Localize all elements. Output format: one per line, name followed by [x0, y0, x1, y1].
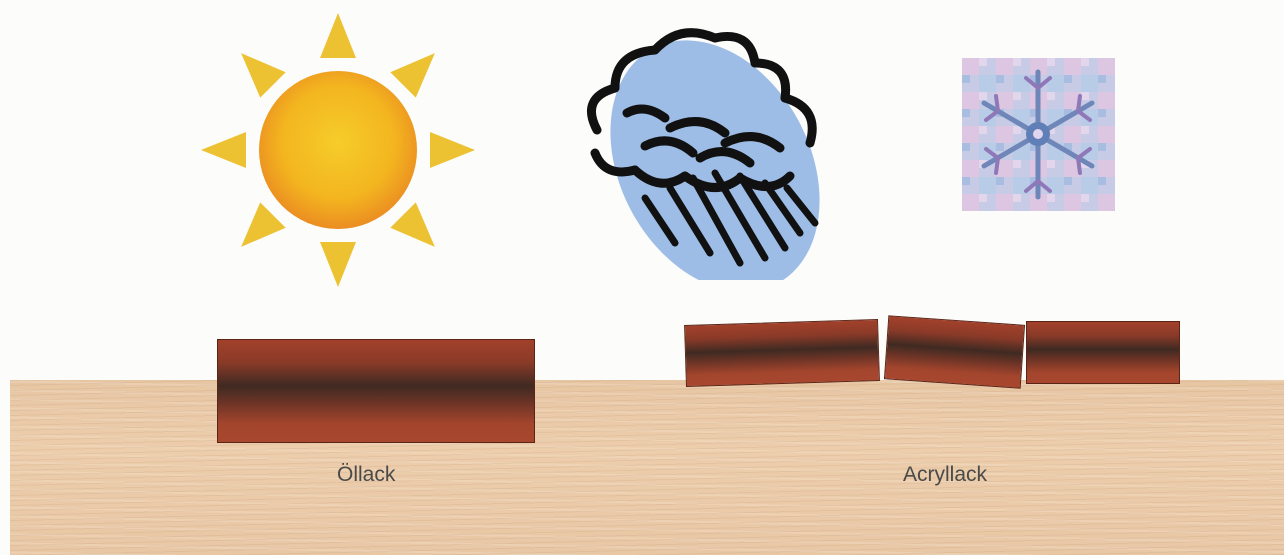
acrylic-varnish-segment	[684, 319, 880, 387]
sun-icon	[198, 10, 478, 290]
acrylic-varnish-segment	[1026, 321, 1180, 384]
acrylic-varnish-segment	[884, 315, 1025, 388]
oil-varnish-layer	[217, 339, 535, 443]
label-oil-varnish: Öllack	[337, 463, 395, 487]
wood-surface	[10, 380, 1284, 555]
label-acrylic-varnish: Acryllack	[903, 463, 987, 487]
rain-cloud-icon	[575, 18, 840, 280]
snowflake-frost-icon	[962, 58, 1115, 211]
